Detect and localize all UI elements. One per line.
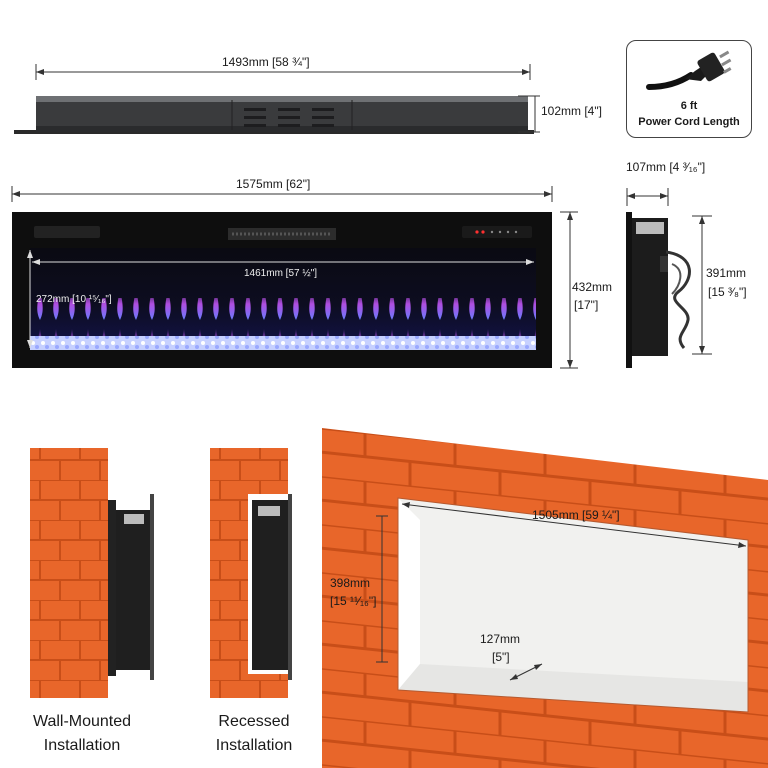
front-view-diagram [11, 186, 578, 369]
top-depth-label: 102mm [4"] [541, 104, 602, 118]
side-depth-dimension-line [626, 188, 669, 206]
recess-height-dimension-line [376, 515, 388, 663]
front-height-dimension-line [560, 211, 578, 369]
side-depth-label: 107mm [4 ³⁄₁₆"] [626, 160, 706, 174]
viewing-width-dimension-line [32, 259, 534, 265]
power-plug-icon [646, 50, 732, 90]
front-height-mm-label: 432mm [572, 280, 613, 294]
top-view-diagram [14, 64, 540, 134]
side-height-in-label: [15 ³⁄₈"] [708, 285, 747, 299]
side-view-diagram [626, 188, 712, 368]
top-depth-dimension-line [518, 95, 540, 133]
front-width-label: 1575mm [62"] [236, 177, 311, 191]
recessed-caption-line1: Recessed [218, 713, 290, 730]
brick-wall [30, 448, 108, 698]
recessed-fireplace-side [252, 494, 292, 680]
wall-mounted-caption-line2: Installation [43, 737, 121, 754]
viewing-height-label: 272mm [10 ¹⁵⁄₁₆"] [36, 294, 112, 305]
recess-opening-diagram [322, 428, 768, 768]
power-cord-length: 6 ft [680, 100, 698, 112]
wall-mounted-diagram [30, 448, 154, 698]
top-width-label: 1493mm [58 ¾"] [222, 55, 310, 69]
power-cord-caption: Power Cord Length [638, 116, 740, 128]
recess-depth-dimension-line [509, 663, 543, 681]
recess-depth-in-label: [5"] [492, 650, 510, 664]
recess-width-label: 1505mm [59 ¼"] [532, 508, 620, 522]
power-cord-box: 6 ft Power Cord Length [626, 40, 752, 138]
viewing-width-label: 1461mm [57 ½"] [244, 268, 318, 279]
recess-width-dimension-line [401, 502, 747, 548]
fireplace-front-view [12, 212, 552, 368]
recessed-caption-line2: Installation [215, 737, 293, 754]
fireplace-top-view [14, 96, 534, 134]
recess-height-mm-label: 398mm [330, 576, 371, 590]
wall-mounted-fireplace-side [108, 494, 154, 680]
recess-cutout [397, 497, 749, 713]
fireplace-side-view [626, 212, 691, 368]
front-width-dimension-line [11, 186, 553, 202]
wall-mounted-caption-line1: Wall-Mounted [32, 713, 132, 730]
viewing-height-dimension-line [27, 250, 33, 348]
recessed-diagram [210, 448, 292, 698]
recess-depth-mm-label: 127mm [480, 632, 521, 646]
front-height-in-label: [17"] [574, 298, 599, 312]
recess-height-in-label: [15 ¹¹⁄₁₆"] [330, 594, 377, 608]
side-height-mm-label: 391mm [706, 266, 747, 280]
top-width-dimension-line [35, 64, 531, 80]
side-height-dimension-line [692, 215, 712, 355]
